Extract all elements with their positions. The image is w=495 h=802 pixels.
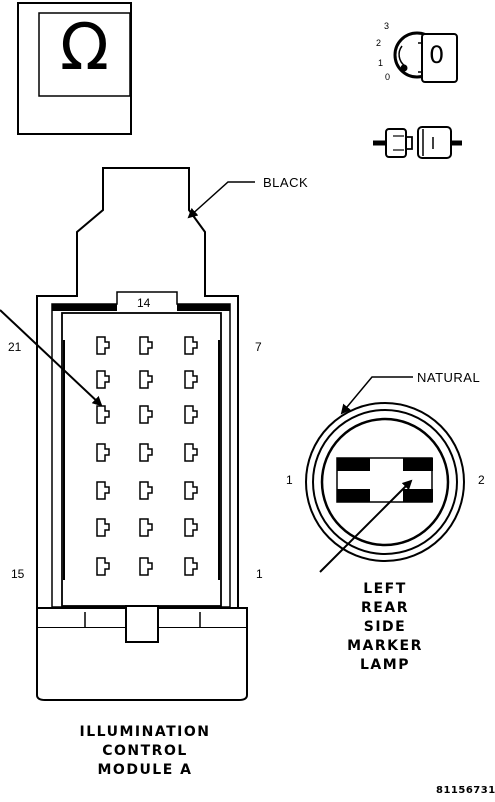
pin-label-21: 21: [8, 340, 22, 354]
pin-label-14: 14: [137, 296, 151, 310]
connector-a-leaders: [0, 181, 255, 407]
connector-b-color-label: NATURAL: [417, 370, 481, 385]
pin-label-7: 7: [255, 340, 262, 354]
connector-b-name-line-2: REAR: [361, 600, 409, 616]
connector-disconnect-icon: [373, 126, 462, 159]
lamp-pin-label-2: 2: [478, 473, 485, 487]
key-position-1: 1: [378, 58, 384, 68]
pin-label-15: 15: [11, 567, 25, 581]
connector-b-name-line-5: LAMP: [360, 657, 410, 673]
figure-code: 81156731: [436, 785, 495, 796]
connector-a-name: ILLUMINATION CONTROL MODULE A: [60, 723, 230, 780]
ignition-key-icon: [393, 31, 458, 83]
connector-a-name-line-2: CONTROL: [102, 743, 188, 759]
connector-b-name-line-1: LEFT: [363, 581, 407, 597]
key-position-0: 0: [385, 72, 391, 82]
connector-b-name: LEFT REAR SIDE MARKER LAMP: [330, 580, 440, 675]
connector-b-name-line-4: MARKER: [347, 638, 423, 654]
ohmmeter-icon: [17, 2, 132, 135]
lamp-pin-label-1: 1: [286, 473, 293, 487]
connector-a-color-label: BLACK: [263, 175, 309, 190]
connector-b-name-line-3: SIDE: [363, 619, 407, 635]
key-glyph: 0: [429, 41, 445, 69]
ohm-symbol: Ω: [60, 11, 109, 85]
pin-label-1: 1: [256, 567, 263, 581]
connector-a-name-line-1: ILLUMINATION: [79, 724, 211, 740]
key-position-2: 2: [376, 38, 382, 48]
connector-a: [36, 167, 248, 701]
connector-a-name-line-3: MODULE A: [97, 762, 193, 778]
key-position-3: 3: [384, 21, 390, 31]
connector-b: [305, 376, 465, 573]
